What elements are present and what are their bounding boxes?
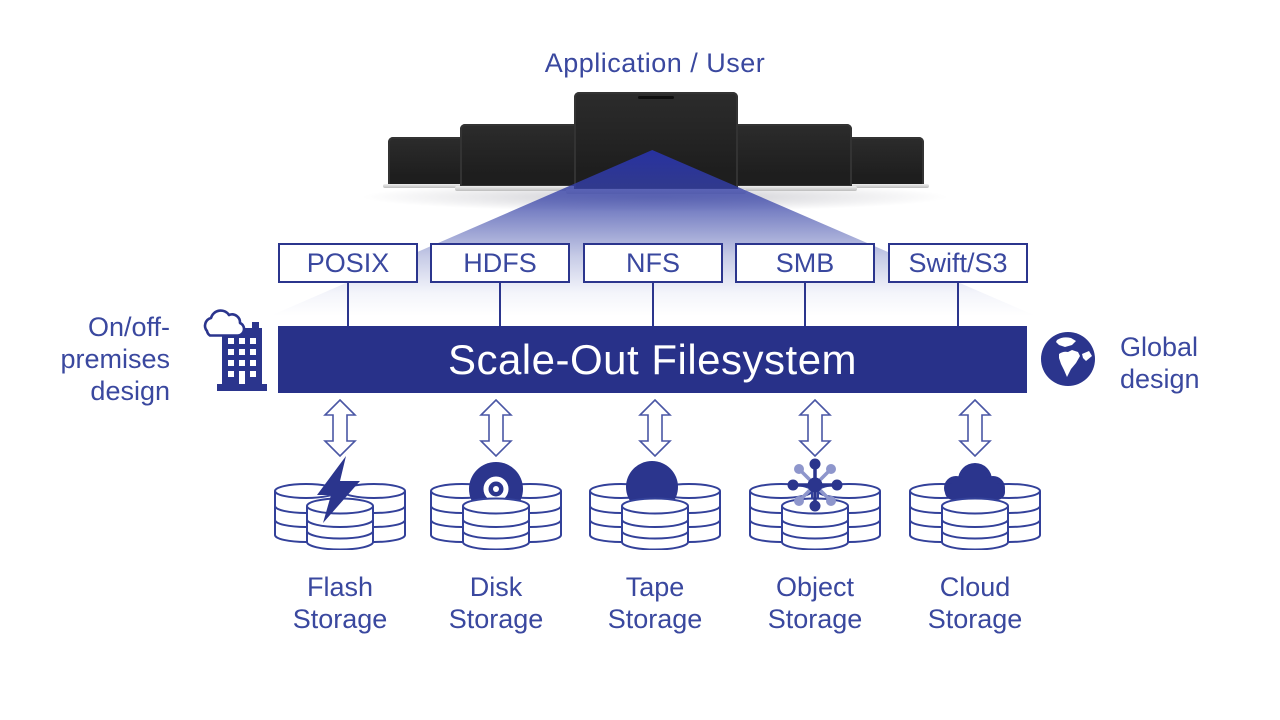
tier-name: Disk <box>469 572 523 602</box>
bidirectional-arrow-icon <box>799 399 831 457</box>
scale-out-filesystem-banner: Scale-Out Filesystem <box>278 326 1027 393</box>
tier-noun: Storage <box>767 604 863 634</box>
bidirectional-arrow-icon <box>639 399 671 457</box>
storage-label-cloud: Cloud Storage <box>895 571 1055 635</box>
on-off-premises-label: On/off- premises design <box>20 311 170 407</box>
cloud-storage-cluster-icon <box>909 463 1041 550</box>
right-label-line-2: design <box>1120 364 1200 394</box>
laptop-base <box>455 186 615 191</box>
tier-noun: Storage <box>448 604 544 634</box>
tier-name: Object <box>775 572 855 602</box>
disk-storage-cluster-icon <box>430 455 562 550</box>
tier-noun: Storage <box>607 604 703 634</box>
protocol-box-nfs: NFS <box>583 243 723 283</box>
protocol-box-smb: SMB <box>735 243 875 283</box>
right-label-line-1: Global <box>1120 332 1199 362</box>
building-cloud-icon <box>203 309 267 391</box>
connector-line <box>957 283 959 326</box>
tier-name: Flash <box>306 572 374 602</box>
connector-line <box>347 283 349 326</box>
connector-line <box>804 283 806 326</box>
tier-name: Tape <box>625 572 685 602</box>
connector-line <box>652 283 654 326</box>
laptop-base <box>697 186 857 191</box>
object-network-icon <box>785 456 845 514</box>
left-label-line-2: premises <box>60 344 170 374</box>
bidirectional-arrow-icon <box>324 399 356 457</box>
tier-name: Cloud <box>939 572 1011 602</box>
tier-noun: Storage <box>292 604 388 634</box>
storage-label-disk: Disk Storage <box>416 571 576 635</box>
globe-icon <box>1041 332 1095 386</box>
storage-label-flash: Flash Storage <box>260 571 420 635</box>
connector-line <box>499 283 501 326</box>
object-storage-cluster-icon <box>749 456 881 550</box>
left-label-line-1: On/off- <box>87 312 170 342</box>
left-label-line-3: design <box>90 376 170 406</box>
bidirectional-arrow-icon <box>959 399 991 457</box>
protocol-box-hdfs: HDFS <box>430 243 570 283</box>
tier-noun: Storage <box>927 604 1023 634</box>
tape-storage-cluster-icon <box>589 461 721 550</box>
global-design-label: Global design <box>1120 331 1260 395</box>
laptop-camera-notch <box>638 96 674 99</box>
storage-label-object: Object Storage <box>735 571 895 635</box>
application-user-title: Application / User <box>544 48 766 78</box>
protocol-box-swift-s3: Swift/S3 <box>888 243 1028 283</box>
bidirectional-arrow-icon <box>480 399 512 457</box>
flash-storage-cluster-icon <box>274 456 406 550</box>
protocol-box-posix: POSIX <box>278 243 418 283</box>
storage-label-tape: Tape Storage <box>575 571 735 635</box>
